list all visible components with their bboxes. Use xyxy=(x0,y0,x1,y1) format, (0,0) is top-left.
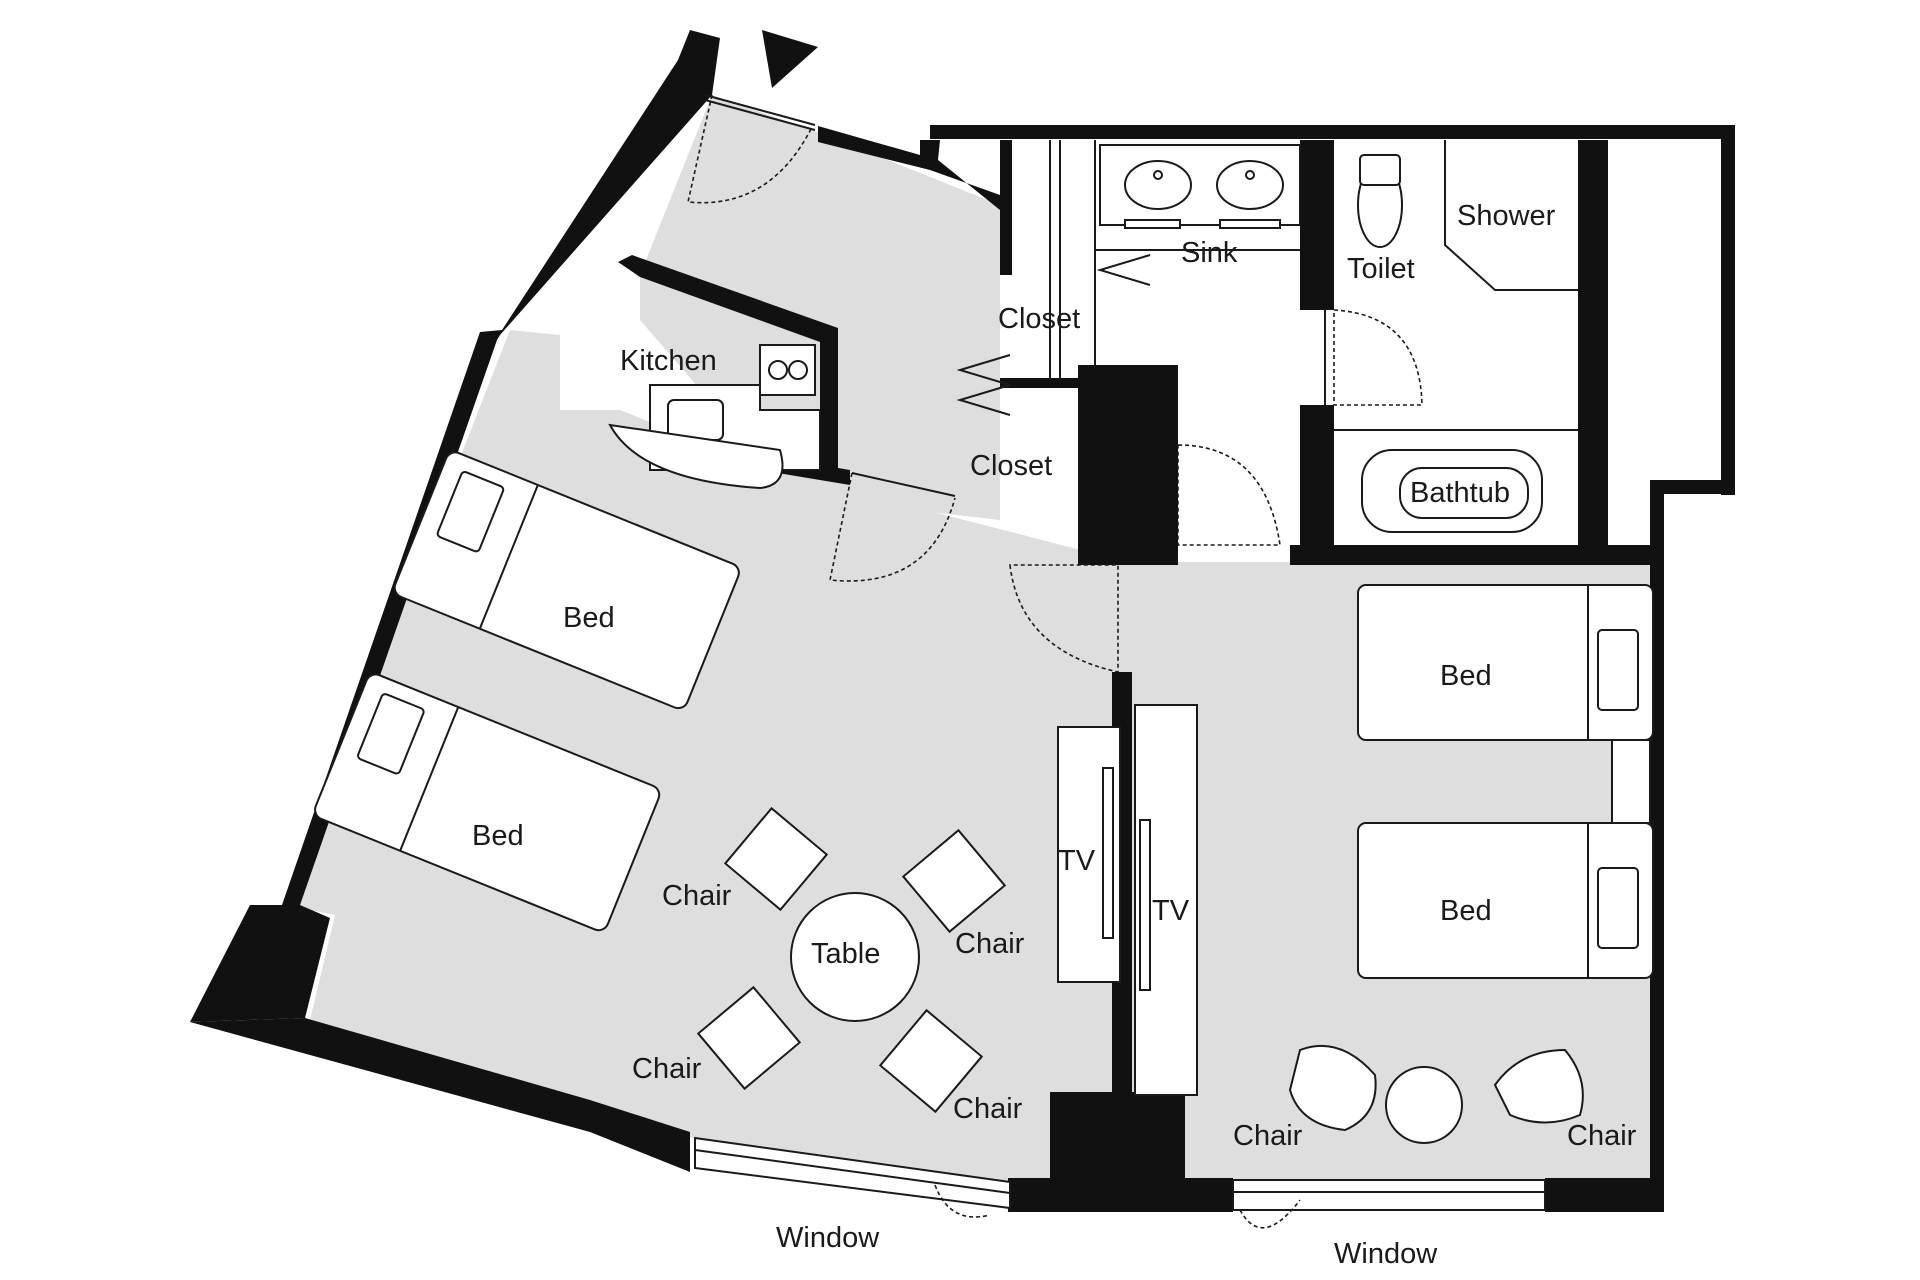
kitchen-island xyxy=(608,423,784,490)
bed-right-top xyxy=(1357,584,1654,741)
left-exterior-wall xyxy=(190,30,720,1022)
sink-basin-right-icon xyxy=(1216,160,1284,210)
bath-right-bottom xyxy=(1578,545,1658,565)
label-bed-left-top: Bed xyxy=(563,602,615,634)
doors xyxy=(687,94,1423,673)
right-room-furniture xyxy=(1134,584,1654,1144)
closet-divider xyxy=(1000,378,1080,388)
window-left xyxy=(694,1136,1011,1210)
kitchen-partition-wall xyxy=(618,255,838,475)
right-step-wall xyxy=(1650,480,1735,494)
closet-left-wall xyxy=(1000,140,1012,275)
closet-hanger-lower-1 xyxy=(956,354,1011,386)
chair-left-4-icon xyxy=(878,1008,984,1114)
chair-right-2-icon xyxy=(1493,1048,1584,1124)
label-chair-right-2: Chair xyxy=(1567,1120,1637,1152)
label-table: Table xyxy=(811,938,880,970)
closet-hanger-lower-2 xyxy=(956,384,1011,416)
kitchen-door-swing xyxy=(829,472,956,582)
label-kitchen: Kitchen xyxy=(620,345,717,377)
left-room-door-swing xyxy=(1009,564,1119,673)
entry-door-swing xyxy=(687,94,813,204)
label-tv-left: TV xyxy=(1058,845,1096,877)
entry-top-wall xyxy=(818,126,1000,210)
label-tv-right: TV xyxy=(1152,895,1190,927)
walls xyxy=(190,30,1735,1212)
bathroom-fixtures xyxy=(956,140,1578,533)
sink-basin-left-icon xyxy=(1124,160,1192,210)
top-outer-wall xyxy=(930,125,1735,139)
label-bed-left-bottom: Bed xyxy=(472,820,524,852)
window-right xyxy=(1232,1179,1546,1211)
bed-left-bottom xyxy=(314,673,661,932)
entrance-arrow-icon xyxy=(762,30,818,88)
sink-door-swing xyxy=(1177,444,1281,546)
label-toilet: Toilet xyxy=(1347,253,1415,285)
left-room-furniture xyxy=(314,451,1121,1114)
chair-left-3-icon xyxy=(696,985,802,1091)
bath-right-wall xyxy=(1578,140,1608,565)
chair-left-1-icon xyxy=(723,806,829,912)
chair-right-1-icon xyxy=(1288,1044,1377,1132)
sink-toilet-wall-lower xyxy=(1300,405,1334,565)
round-table xyxy=(790,892,920,1022)
label-window-left: Window xyxy=(776,1222,880,1254)
bed-left-top xyxy=(393,451,740,710)
label-shower: Shower xyxy=(1457,200,1556,232)
kitchen xyxy=(608,344,821,490)
windows xyxy=(694,1136,1546,1229)
label-sink: Sink xyxy=(1181,237,1238,269)
shower-area xyxy=(1444,140,1578,291)
bottom-left-wall xyxy=(190,1018,690,1172)
labels: Kitchen Closet Closet Sink Toilet Shower… xyxy=(472,200,1637,1270)
bed-right-bottom xyxy=(1357,822,1654,979)
label-closet-lower: Closet xyxy=(970,450,1052,482)
bottom-center-wall xyxy=(1008,1178,1233,1212)
sink-toilet-wall xyxy=(1300,140,1334,310)
label-bathtub: Bathtub xyxy=(1410,477,1510,509)
label-chair-left-4: Chair xyxy=(953,1093,1023,1125)
label-bed-right-top: Bed xyxy=(1440,660,1492,692)
label-closet-upper: Closet xyxy=(998,303,1080,335)
bath-bottom-wall xyxy=(1290,545,1650,565)
label-chair-left-3: Chair xyxy=(632,1053,702,1085)
chair-left-2-icon xyxy=(901,828,1007,934)
label-bed-right-bottom: Bed xyxy=(1440,895,1492,927)
label-window-right: Window xyxy=(1334,1238,1438,1270)
toilet-door-swing xyxy=(1333,309,1423,406)
label-chair-left-1: Chair xyxy=(662,880,732,912)
label-chair-right-1: Chair xyxy=(1233,1120,1303,1152)
label-chair-left-2: Chair xyxy=(955,928,1025,960)
bottom-right-wall xyxy=(1545,1178,1664,1212)
tv-left-icon xyxy=(1102,767,1114,939)
side-table xyxy=(1385,1066,1463,1144)
right-outer-wall xyxy=(1721,125,1735,495)
tv-right-icon xyxy=(1139,819,1151,991)
bath-column xyxy=(1078,365,1178,565)
closet-hanger-upper xyxy=(1096,254,1151,286)
